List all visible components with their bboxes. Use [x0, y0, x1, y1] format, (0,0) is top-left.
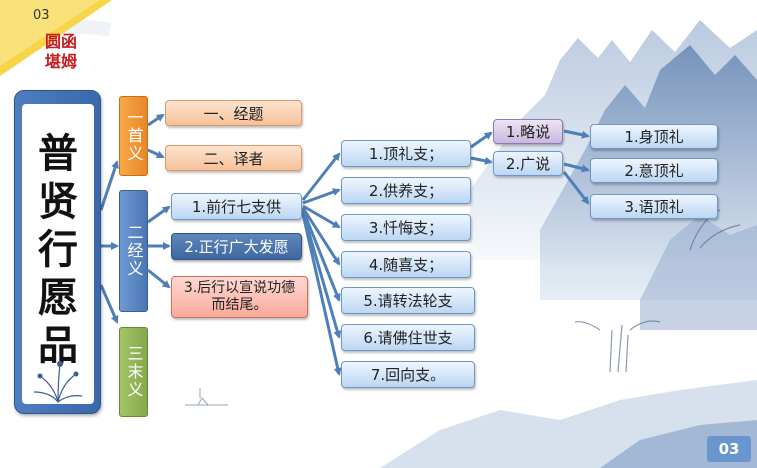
category-final-meaning: 三末义 — [119, 327, 148, 417]
node-sutra-title: 一、经题 — [165, 100, 302, 126]
node-branch-6: 6.请佛住世支 — [341, 324, 475, 351]
node-branch-5: 5.请转法轮支 — [341, 287, 475, 314]
node-brief: 1.略说 — [493, 119, 563, 144]
node-branch-4: 4.随喜支； — [341, 251, 471, 278]
node-mind-prostration: 2.意顶礼 — [590, 158, 718, 183]
main-title-char-1: 普 — [22, 130, 94, 178]
main-title-char-3: 行 — [22, 226, 94, 274]
node-body-prostration: 1.身顶礼 — [590, 124, 718, 149]
node-extensive: 2.广说 — [493, 151, 563, 176]
node-speech-prostration: 3.语顶礼 — [590, 194, 718, 219]
node-branch-2: 2.供养支； — [341, 177, 471, 204]
category-sutra-meaning: 二经义 — [119, 190, 148, 312]
node-branch-7: 7.回向支。 — [341, 361, 475, 388]
node-branch-1: 1.顶礼支； — [341, 140, 471, 167]
node-translator: 二、译者 — [165, 145, 302, 171]
orchid-icon — [30, 352, 86, 404]
page-number: 03 — [707, 436, 751, 462]
main-title: 普 贤 行 愿 品 — [22, 130, 94, 370]
category-first-meaning: 一首义 — [119, 96, 148, 176]
node-main-vows: 2.正行广大发愿 — [171, 233, 302, 260]
node-branch-3: 3.忏悔支； — [341, 214, 471, 241]
main-title-char-2: 贤 — [22, 178, 94, 226]
node-concluding-merit: 3.后行以宣说功德而结尾。 — [171, 276, 308, 318]
main-title-char-4: 愿 — [22, 274, 94, 322]
node-preliminary-offering: 1.前行七支供 — [171, 193, 302, 220]
